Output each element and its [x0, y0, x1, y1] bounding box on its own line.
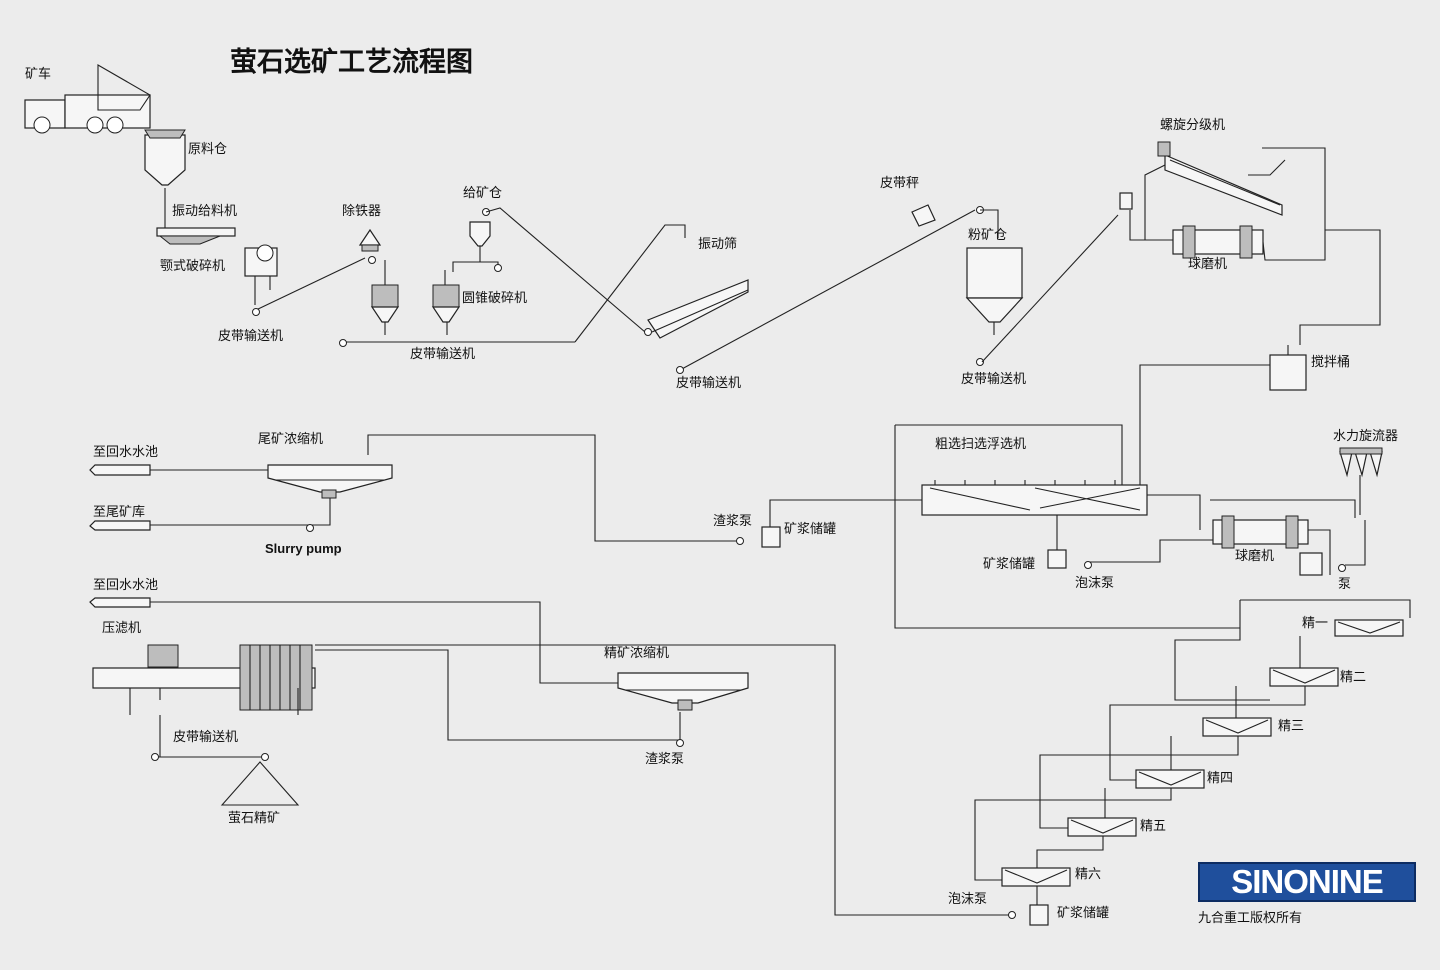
arrow-return-pool-1 [89, 464, 151, 476]
jaw-crusher-icon [244, 244, 278, 305]
vibrating-screen-label: 振动筛 [698, 237, 737, 252]
slag-pump-2-icon [676, 739, 684, 747]
return-pool-2-label: 至回水水池 [93, 578, 158, 593]
raw-bin-label: 原料仓 [188, 142, 227, 157]
belt-scale-icon [911, 204, 936, 227]
spiral-classifier-label: 螺旋分级机 [1160, 118, 1225, 133]
tailings-thickener-icon [267, 464, 393, 499]
clean-5-label: 精五 [1140, 819, 1166, 834]
ball-mill-2-icon [1212, 515, 1309, 549]
filter-press-icon [92, 644, 316, 715]
slag-pump-2-label: 渣浆泵 [645, 752, 684, 767]
belt-conveyor-3-label: 皮带输送机 [676, 375, 741, 391]
slag-pump-1-label: 渣浆泵 [713, 514, 752, 529]
iron-remover-icon [358, 228, 382, 252]
hydrocyclone-icon [1339, 447, 1383, 515]
return-pool-1-label: 至回水水池 [93, 445, 158, 460]
slurry-tank-1-label: 矿浆储罐 [983, 557, 1035, 572]
rough-flotation-icon [921, 480, 1148, 516]
fluorite-concentrate-label: 萤石精矿 [228, 811, 280, 826]
clean-4-label: 精四 [1207, 771, 1233, 786]
concentrate-thickener-label: 精矿浓缩机 [604, 645, 669, 661]
vibrating-screen-icon [644, 279, 749, 339]
concentrate-thickener-icon [617, 672, 749, 711]
foam-pump-1-label: 泡沫泵 [1075, 576, 1114, 591]
agitator-icon [1269, 345, 1307, 391]
pump-label: 泵 [1338, 577, 1351, 592]
jaw-crusher-label: 颚式破碎机 [160, 259, 225, 274]
logo-text: SINONINE [1231, 863, 1384, 900]
pump-tank-icon [1299, 552, 1323, 576]
filter-press-label: 压滤机 [102, 621, 141, 636]
slurry-tank-3-label: 矿浆储罐 [1057, 906, 1109, 921]
belt-conveyor-2-label: 皮带输送机 [410, 346, 475, 362]
foam-pump-2-icon [1008, 911, 1016, 919]
vibrating-feeder-label: 振动给料机 [172, 204, 237, 219]
ball-mill-2-label: 球磨机 [1235, 549, 1274, 564]
clean-6-label: 精六 [1075, 867, 1101, 882]
slurry-tank-2-label: 矿浆储罐 [784, 522, 836, 537]
clean-cell-5-icon [1067, 817, 1137, 837]
clean-cell-1-icon [1334, 619, 1404, 637]
belt-conveyor-5-label: 皮带输送机 [173, 729, 238, 745]
clean-cell-3-icon [1202, 717, 1272, 737]
arrow-tailings [89, 520, 151, 531]
belt-scale-label: 皮带秤 [880, 176, 919, 191]
truck-label: 矿车 [25, 66, 51, 82]
slag-pump-1-icon [736, 537, 744, 545]
feed-bin-label: 给矿仓 [463, 186, 502, 201]
sinonine-logo: SINONINE [1198, 862, 1416, 902]
slurry-tank-2-icon [761, 526, 781, 548]
clean-cell-4-icon [1135, 769, 1205, 789]
clean-2-label: 精二 [1340, 670, 1366, 685]
clean-1-label: 精一 [1302, 616, 1328, 631]
foam-pump-2-label: 泡沫泵 [948, 892, 987, 907]
foam-pump-1-icon [1084, 561, 1092, 569]
cone-crusher-label: 圆锥破碎机 [462, 291, 527, 306]
vibrating-feeder-icon [156, 227, 236, 245]
clean-cell-6-icon [1001, 867, 1071, 887]
ball-mill-1-label: 球磨机 [1188, 257, 1227, 272]
clean-3-label: 精三 [1278, 719, 1304, 734]
raw-bin-icon [144, 129, 186, 186]
ball-mill-1-icon [1172, 225, 1264, 259]
pump-icon [1338, 564, 1346, 572]
slurry-pump-label: Slurry pump [265, 541, 342, 556]
tailings-thickener-label: 尾矿浓缩机 [258, 431, 323, 447]
arrow-return-pool-2 [89, 597, 151, 608]
spiral-classifier-icon [1157, 141, 1326, 230]
iron-remover-label: 除铁器 [342, 204, 381, 219]
rough-flotation-label: 粗选扫选浮选机 [935, 437, 1026, 452]
slurry-tank-3-icon [1029, 904, 1049, 926]
belt-conveyor-4-label: 皮带输送机 [961, 371, 1026, 387]
hydrocyclone-label: 水力旋流器 [1333, 429, 1398, 444]
scale-2-icon [1119, 192, 1133, 210]
copyright-text: 九合重工版权所有 [1198, 911, 1303, 926]
truck-icon [24, 64, 151, 134]
slurry-tank-1-icon [1047, 549, 1067, 569]
belt-pulley [252, 308, 260, 316]
concentrate-pile-icon [220, 761, 300, 806]
slurry-pump-icon [306, 524, 314, 532]
feed-bin-icon [452, 221, 502, 272]
powder-bin-label: 粉矿仓 [968, 228, 1007, 243]
cone-crusher-icon [370, 260, 461, 335]
agitator-label: 搅拌桶 [1311, 354, 1350, 370]
powder-bin-icon [965, 247, 1024, 335]
diagram-title: 萤石选矿工艺流程图 [230, 46, 473, 78]
clean-cell-2-icon [1269, 667, 1339, 687]
tailings-label: 至尾矿库 [93, 504, 145, 520]
belt-conveyor-1-label: 皮带输送机 [218, 328, 283, 344]
